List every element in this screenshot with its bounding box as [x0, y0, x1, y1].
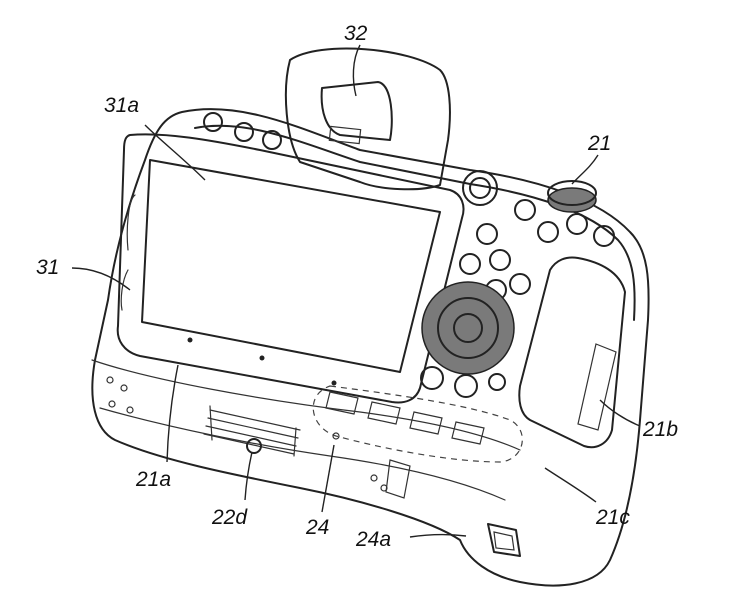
label-22d: 22d: [211, 506, 248, 529]
label-24: 24: [305, 516, 329, 539]
label-21c: 21c: [595, 506, 630, 529]
speaker-grille: [203, 405, 301, 457]
label-31: 31: [36, 256, 59, 279]
viewfinder-eyecup: [284, 47, 451, 191]
bottom-rear-buttons: [420, 366, 506, 398]
display-hinge-screw: [187, 337, 193, 343]
display-hinge-screw: [259, 355, 265, 361]
strap-eyelet: [487, 523, 521, 557]
terminal-details: [106, 376, 411, 499]
leader-lines: [71, 44, 641, 538]
rear-buttons: [459, 170, 615, 301]
label-24a: 24a: [355, 528, 391, 551]
quick-control-dial: [421, 281, 515, 375]
top-left-buttons: [203, 112, 282, 150]
main-dial: [547, 180, 597, 213]
label-21a: 21a: [135, 468, 171, 491]
grip-side-panel: [518, 256, 626, 449]
label-31a: 31a: [104, 94, 139, 117]
label-32: 32: [344, 22, 368, 45]
lower-button-row: [312, 385, 523, 463]
display-panel: [116, 133, 465, 404]
label-21b: 21b: [642, 418, 678, 441]
display-hinge-screw: [331, 380, 337, 386]
label-21: 21: [587, 132, 611, 155]
